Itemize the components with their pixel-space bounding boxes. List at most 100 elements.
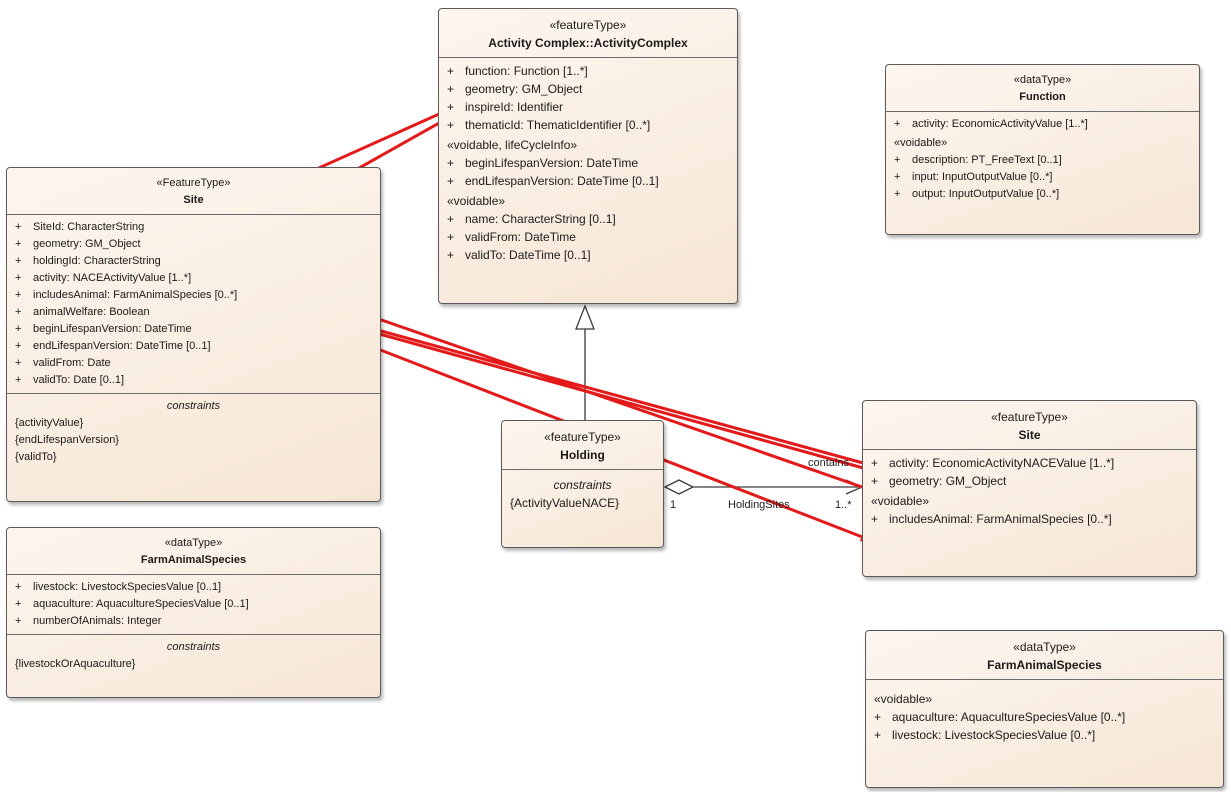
association-name-label: HoldingSites	[728, 499, 790, 511]
visibility-symbol: +	[15, 357, 22, 369]
class-header: «dataType» FarmAnimalSpecies	[866, 631, 1223, 680]
multiplicity-source-label: 1	[670, 499, 677, 511]
visibility-symbol: +	[874, 710, 882, 724]
attribute-row[interactable]: +geometry: GM_Object	[447, 80, 729, 98]
class-header: «FeatureType» Site	[7, 168, 380, 215]
class-site-right[interactable]: «featureType» Site +activity: EconomicAc…	[862, 400, 1197, 577]
visibility-symbol: +	[447, 100, 455, 114]
class-activity-complex[interactable]: «featureType» Activity Complex::Activity…	[438, 8, 738, 304]
attribute-row[interactable]: +SiteId: CharacterString	[15, 219, 372, 236]
attribute-row[interactable]: +numberOfAnimals: Integer	[15, 613, 372, 630]
class-name: Site	[1018, 428, 1041, 442]
attribute-row[interactable]: +includesAnimal: FarmAnimalSpecies [0..*…	[871, 510, 1188, 528]
attribute-row[interactable]: +name: CharacterString [0..1]	[447, 210, 729, 228]
attribute-row[interactable]: + aquaculture: AquacultureSpeciesValue [0…	[15, 596, 372, 613]
attribute-row[interactable]: +endLifespanVersion: DateTime [0..1]	[15, 338, 372, 355]
constraint-row[interactable]: {endLifespanVersion}	[15, 434, 119, 446]
attribute-row[interactable]: +livestock: LivestockSpeciesValue [0..*]	[874, 726, 1215, 744]
stereotype-label: «dataType»	[164, 537, 223, 549]
attribute-row[interactable]: +aquaculture: AquacultureSpeciesValue [0…	[874, 708, 1215, 726]
class-header: «featureType» Site	[863, 401, 1196, 450]
class-name: Activity Complex::ActivityComplex	[488, 36, 688, 50]
class-header: «dataType» FarmAnimalSpecies	[7, 528, 380, 575]
visibility-symbol: +	[15, 340, 22, 352]
association-role-label: contains	[808, 457, 849, 469]
attribute-row[interactable]: +activity: EconomicActivityNACEValue [1.…	[871, 454, 1188, 472]
class-farm-animal-species-left[interactable]: «dataType» FarmAnimalSpecies +livestock:…	[6, 527, 381, 698]
class-function[interactable]: «dataType» Function +activity: EconomicA…	[885, 64, 1200, 235]
section-stereotype: «voidable»	[871, 494, 930, 508]
attribute-text: aquaculture: AquacultureSpeciesValue [0.…	[33, 598, 249, 610]
attribute-row[interactable]: +animalWelfare: Boolean	[15, 304, 372, 321]
visibility-symbol: +	[15, 238, 22, 250]
attribute-text: input: InputOutputValue [0..*]	[912, 171, 1053, 183]
attributes-section: +livestock: LivestockSpeciesValue [0..1]…	[7, 575, 380, 634]
class-site-left[interactable]: «FeatureType» Site +SiteId: CharacterStr…	[6, 167, 381, 502]
constraints-section: constraints {ActivityValueNACE}	[502, 470, 663, 516]
visibility-symbol: +	[894, 171, 901, 183]
section-stereotype: «voidable»	[874, 692, 933, 706]
attribute-row[interactable]: + input: InputOutputValue [0..*]	[894, 169, 1191, 186]
attribute-row[interactable]: +inspireId: Identifier	[447, 98, 729, 116]
visibility-symbol: +	[15, 221, 22, 233]
attribute-text: activity: NACEActivityValue [1..*]	[33, 272, 192, 284]
constraint-row[interactable]: {activityValue}	[15, 417, 84, 429]
visibility-symbol: +	[447, 230, 455, 244]
visibility-symbol: +	[447, 64, 455, 78]
attribute-text: includesAnimal: FarmAnimalSpecies [0..*]	[889, 512, 1112, 526]
attribute-text: endLifespanVersion: DateTime [0..1]	[465, 174, 659, 188]
visibility-symbol: +	[15, 306, 22, 318]
attribute-text: livestock: LivestockSpeciesValue [0..1]	[33, 581, 222, 593]
attribute-row[interactable]: + activity: NACEActivityValue [1..*]	[15, 270, 372, 287]
attribute-text: holdingId: CharacterString	[33, 255, 161, 267]
attribute-row[interactable]: +activity: EconomicActivityValue [1..*]	[894, 116, 1191, 133]
attribute-text: description: PT_FreeText [0..1]	[912, 154, 1062, 166]
multiplicity-target-label: 1..*	[835, 499, 852, 511]
class-header: «featureType» Activity Complex::Activity…	[439, 9, 737, 58]
constraint-row[interactable]: {livestockOrAquaculture}	[15, 658, 136, 670]
attribute-row[interactable]: +description: PT_FreeText [0..1]	[894, 152, 1191, 169]
attribute-row[interactable]: +beginLifespanVersion: DateTime	[447, 154, 729, 172]
attributes-section: +activity: EconomicActivityNACEValue [1.…	[863, 450, 1196, 532]
attribute-row[interactable]: +validFrom: DateTime	[447, 228, 729, 246]
attribute-row[interactable]: +geometry: GM_Object	[871, 472, 1188, 490]
attribute-row[interactable]: + endLifespanVersion: DateTime [0..1]	[447, 172, 729, 190]
class-name: Site	[183, 194, 204, 206]
class-farm-animal-species-right[interactable]: «dataType» FarmAnimalSpecies «voidable» …	[865, 630, 1224, 788]
attribute-text: name: CharacterString [0..1]	[465, 212, 616, 226]
attribute-row[interactable]: +thematicId: ThematicIdentifier [0..*]	[447, 116, 729, 134]
constraints-title: constraints	[553, 478, 612, 492]
generalization-arrowhead	[575, 304, 595, 330]
aggregation-diamond	[663, 479, 695, 495]
constraint-row[interactable]: {validTo}	[15, 451, 57, 463]
attribute-row[interactable]: + function: Function [1..*]	[447, 62, 729, 80]
attribute-row[interactable]: +beginLifespanVersion: DateTime	[15, 321, 372, 338]
attribute-row[interactable]: +validTo: DateTime [0..1]	[447, 246, 729, 264]
class-name: Holding	[560, 448, 605, 462]
class-holding[interactable]: «featureType» Holding constraints {Activ…	[501, 420, 664, 548]
attribute-text: geometry: GM_Object	[33, 238, 141, 250]
section-stereotype: «voidable»	[894, 137, 948, 149]
class-header: «dataType» Function	[886, 65, 1199, 112]
attribute-text: function: Function [1..*]	[465, 64, 588, 78]
attribute-row[interactable]: +includesAnimal: FarmAnimalSpecies [0..*…	[15, 287, 372, 304]
class-name: FarmAnimalSpecies	[140, 554, 247, 566]
attribute-row[interactable]: + geometry: GM_Object	[15, 236, 372, 253]
visibility-symbol: +	[15, 272, 22, 284]
constraint-row[interactable]: {ActivityValueNACE}	[510, 496, 620, 510]
attribute-row[interactable]: +validFrom: Date	[15, 355, 372, 372]
visibility-symbol: +	[15, 598, 22, 610]
attribute-row[interactable]: +validTo: Date [0..1]	[15, 372, 372, 389]
attribute-row[interactable]: +holdingId: CharacterString	[15, 253, 372, 270]
constraints-title: constraints	[166, 400, 221, 412]
visibility-symbol: +	[447, 174, 455, 188]
attribute-row[interactable]: +output: InputOutputValue [0..*]	[894, 186, 1191, 203]
visibility-symbol: +	[15, 289, 22, 301]
attribute-text: validTo: Date [0..1]	[33, 374, 125, 386]
class-header: «featureType» Holding	[502, 421, 663, 470]
visibility-symbol: +	[874, 728, 882, 742]
visibility-symbol: +	[871, 456, 879, 470]
constraints-title: constraints	[166, 641, 221, 653]
visibility-symbol: +	[447, 118, 455, 132]
attribute-row[interactable]: +livestock: LivestockSpeciesValue [0..1]	[15, 579, 372, 596]
